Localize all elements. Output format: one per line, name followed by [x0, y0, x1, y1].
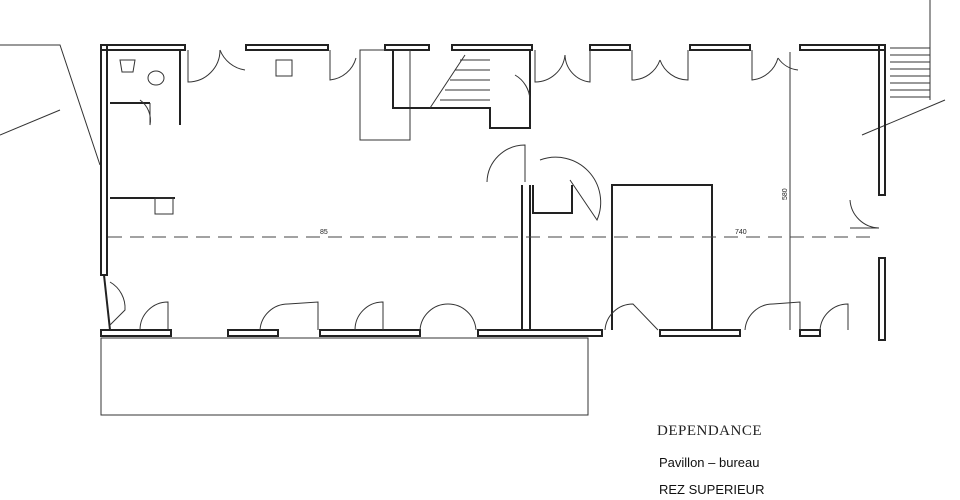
dimension-height: 580	[782, 188, 789, 200]
terrace	[100, 337, 589, 416]
exterior-stairs	[890, 47, 930, 98]
exterior-walls	[100, 44, 886, 341]
plan-level: REZ SUPERIEUR	[659, 482, 765, 497]
dimension-right: 740	[735, 229, 747, 236]
toilet	[147, 70, 165, 86]
interior-walls	[110, 49, 791, 330]
sink	[119, 59, 136, 73]
dimension-line: 85 740 580	[108, 188, 878, 238]
dimension-left: 85	[320, 229, 328, 236]
plan-title: DEPENDANCE	[657, 423, 762, 439]
surroundings	[0, 0, 946, 416]
stairs	[429, 54, 490, 109]
plan-subtitle: Pavillon – bureau	[659, 455, 760, 470]
doors	[109, 49, 880, 331]
